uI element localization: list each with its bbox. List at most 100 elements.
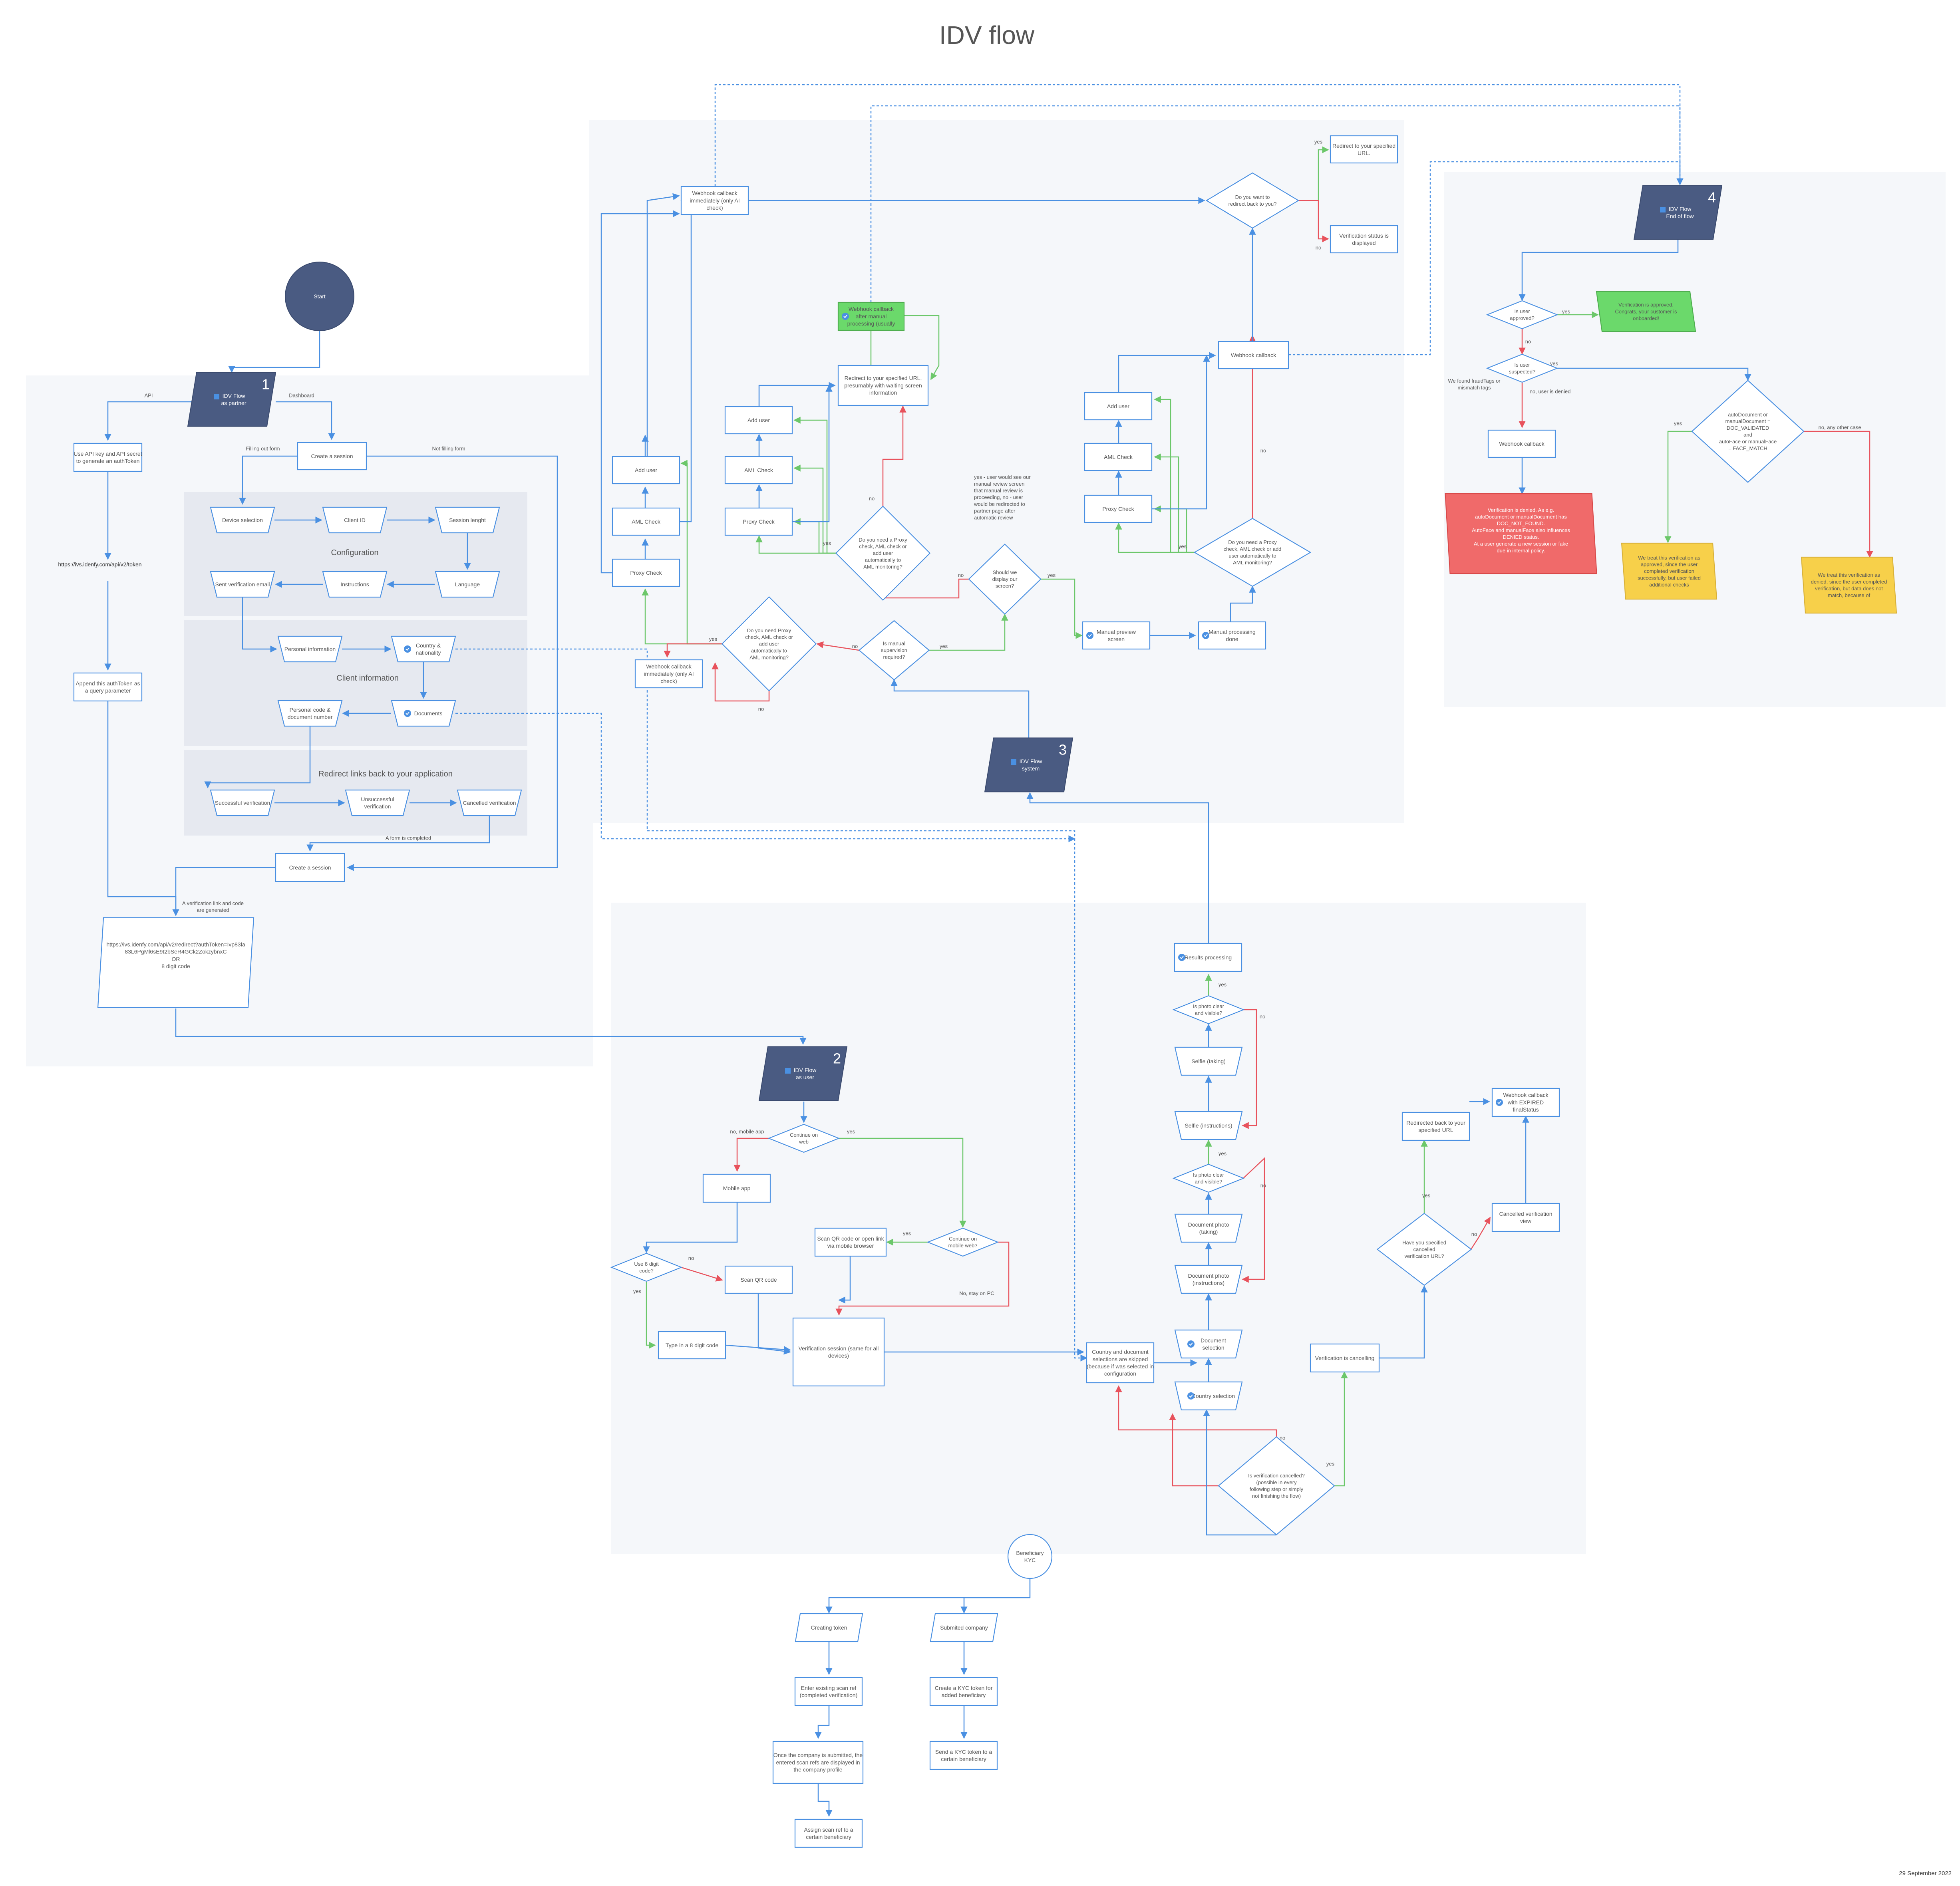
- status-icon: [404, 645, 411, 653]
- node-successful-verification: Successful verification: [210, 789, 275, 816]
- connector: [1470, 1217, 1491, 1250]
- node-label: Sent verification email: [215, 581, 270, 588]
- node-label: Personal information: [284, 646, 336, 652]
- node-doc-photo-instructions: Document photo(instructions): [1174, 1265, 1243, 1294]
- node-box: [1491, 1203, 1560, 1232]
- node-label: Country selection: [1192, 1393, 1235, 1399]
- node-approved-box: Verification is approved.Congrats, your …: [1596, 291, 1696, 332]
- node-box: [297, 442, 367, 471]
- edge-label-yes: yes: [1219, 982, 1227, 988]
- edge-label-dashboard: Dashboard: [289, 393, 314, 399]
- node-box: [1486, 353, 1558, 383]
- connector: [882, 405, 906, 506]
- connector: [242, 597, 277, 653]
- connector: [104, 401, 200, 441]
- connector: [1115, 522, 1195, 553]
- node-label: Cancelled verification: [463, 800, 516, 806]
- section-backgrounds: [26, 120, 1946, 1554]
- connector: [646, 1282, 656, 1349]
- node-label: Selfie (taking): [1191, 1058, 1226, 1064]
- node-country-nationality: Country &nationality: [391, 635, 456, 663]
- connector: [792, 385, 833, 522]
- node-aml-check-a: AML Check: [724, 456, 793, 484]
- node-label: Device selection: [222, 517, 263, 523]
- connector: [228, 331, 320, 373]
- node-box: [721, 596, 817, 692]
- connector: [239, 455, 298, 505]
- edge-label-yes: yes: [903, 1231, 911, 1237]
- node-label: Session lenght: [449, 517, 486, 523]
- node-label: Add user: [635, 467, 657, 473]
- connector: [758, 382, 836, 407]
- node-box: [1174, 943, 1242, 972]
- group-label-redirect-links: Redirect links back to your application: [318, 770, 453, 778]
- node-label: Results processing: [1185, 954, 1232, 961]
- edge-label-yes: yes: [1179, 544, 1187, 550]
- node-box: [322, 506, 388, 534]
- node-box: [1198, 621, 1266, 650]
- node-client-id: Client ID: [322, 506, 388, 534]
- node-label: Client ID: [344, 517, 366, 523]
- node-label: Language: [455, 581, 480, 588]
- node-box: [1691, 380, 1805, 483]
- edge-label-filling-out-form: Filling out form: [246, 446, 280, 452]
- node-box: [1174, 1213, 1243, 1243]
- connector: [755, 535, 837, 554]
- node-box: [772, 1741, 864, 1784]
- node-box: [1376, 1213, 1472, 1286]
- node-verification-cancelling: Verification is cancelling: [1310, 1343, 1380, 1373]
- node-aml-check-c: AML Check: [1084, 443, 1153, 471]
- node-box: [1193, 518, 1312, 587]
- node-scan-qr: Scan QR code: [724, 1265, 793, 1294]
- connector: [1334, 1371, 1348, 1487]
- edge-label-yes: yes: [1674, 421, 1682, 427]
- connector: [725, 1344, 791, 1353]
- node-box: [435, 571, 500, 598]
- connector: [1242, 1009, 1257, 1129]
- user-icon: [214, 394, 219, 399]
- connector: [825, 1578, 1031, 1614]
- node-language: Language: [435, 571, 500, 598]
- node-label: Verification is denied. As e.g.autoDocum…: [1472, 507, 1570, 553]
- connector: [835, 1241, 1010, 1316]
- connector: [1230, 586, 1256, 622]
- node-label: Create a session: [311, 453, 353, 459]
- node-box: [835, 505, 931, 601]
- edge-label-yes: yes: [1048, 572, 1056, 578]
- edge-label-not-filling-form: Not filling form: [432, 446, 465, 452]
- node-box: [1330, 225, 1398, 254]
- node-box: [277, 700, 343, 727]
- edge-label-yes: yes: [823, 540, 831, 546]
- node-box: [345, 789, 410, 816]
- node-box: [1310, 1343, 1380, 1373]
- edge-label-api: API: [145, 393, 153, 399]
- node-box: [814, 1227, 887, 1257]
- edge-label-yes: yes: [847, 1129, 855, 1135]
